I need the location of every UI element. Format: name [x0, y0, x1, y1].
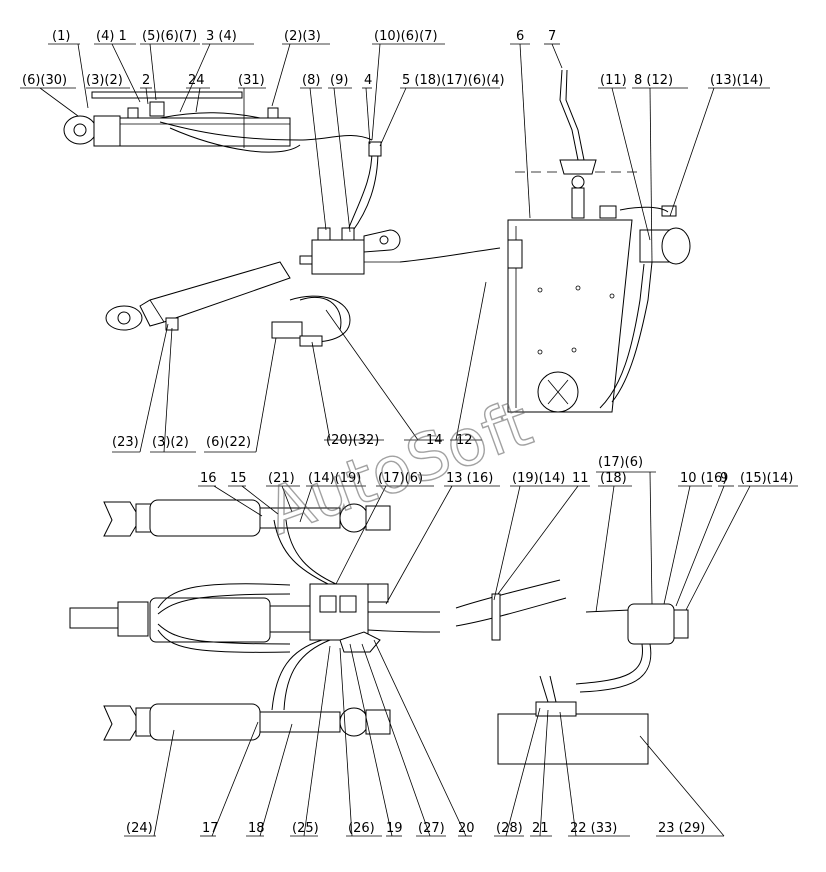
callout-label: (19)(14): [512, 471, 565, 486]
callout-label: 12: [456, 433, 473, 448]
callout-label: 13 (16): [446, 471, 493, 486]
callout-label: 7: [548, 29, 556, 44]
callout-label: (31): [238, 73, 265, 88]
pump-top: [619, 205, 691, 265]
callout-label: 19: [386, 821, 403, 836]
callout-label: (6)(22): [206, 435, 251, 450]
lower-main-cylinder: [69, 583, 311, 653]
callout-label: (23): [112, 435, 139, 450]
callout-label: (6)(30): [22, 73, 67, 88]
callout-label: (13)(14): [710, 73, 763, 88]
callout-label: (8): [302, 73, 320, 88]
callout-label: (15)(14): [740, 471, 793, 486]
callout-label: 15: [230, 471, 247, 486]
autosoft-watermark: AutoSoft: [258, 387, 542, 551]
callout-label: 2: [142, 73, 150, 88]
callout-label: 18: [248, 821, 265, 836]
upper-cylinder: [63, 91, 291, 147]
callout-label: (25): [292, 821, 319, 836]
callout-label: 10 (16): [680, 471, 727, 486]
callout-label: (21): [268, 471, 295, 486]
lower-left-cylinder-upper: [103, 499, 391, 537]
callout-labels: (1) (4) 1 (5)(6)(7) 3 (4) (2)(3) (10)(6)…: [22, 29, 793, 836]
callout-label: 20: [458, 821, 475, 836]
bottom-pump: [497, 603, 689, 765]
callout-label: 16: [200, 471, 217, 486]
lower-cylinder-top: [105, 261, 351, 347]
callout-label: (20)(32): [326, 433, 379, 448]
callout-label: 11: [572, 471, 589, 486]
callout-label: 4: [364, 73, 372, 88]
callout-label: (24): [126, 821, 153, 836]
gear-lever: [515, 69, 640, 219]
callout-label: (27): [418, 821, 445, 836]
callout-label: (17)(6): [378, 471, 423, 486]
callout-label: 5 (18)(17)(6)(4): [402, 73, 505, 88]
callout-label: (11): [600, 73, 627, 88]
callout-label: (10)(6)(7): [374, 29, 438, 44]
callout-label: 17: [202, 821, 219, 836]
upper-hoses: [159, 112, 382, 233]
callout-label: 14: [426, 433, 443, 448]
callout-label: 6: [516, 29, 524, 44]
callout-label: 22 (33): [570, 821, 617, 836]
callout-label: 21: [532, 821, 549, 836]
callout-label: (26): [348, 821, 375, 836]
callout-label: 23 (29): [658, 821, 705, 836]
callout-label: (9): [330, 73, 348, 88]
callout-label: (5)(6)(7): [142, 29, 197, 44]
callout-label: (1): [52, 29, 70, 44]
bottom-valve-block: [271, 519, 441, 711]
callout-label: 8 (12): [634, 73, 673, 88]
callout-label: (3)(2): [152, 435, 189, 450]
callout-label: 3 (4): [206, 29, 237, 44]
callout-label: 24: [188, 73, 205, 88]
hose-clamp-bracket: [455, 579, 567, 641]
callout-label: (18): [600, 471, 627, 486]
callout-label: (28): [496, 821, 523, 836]
callout-label: (3)(2): [86, 73, 123, 88]
callout-label: (17)(6): [598, 455, 643, 470]
lower-left-cylinder-lower: [103, 703, 391, 741]
callout-label: 9: [720, 471, 728, 486]
leader-lines: [20, 43, 798, 837]
control-valve-top: [299, 227, 501, 275]
callout-label: (4) 1: [96, 29, 127, 44]
callout-label: (2)(3): [284, 29, 321, 44]
hydraulic-tank: [507, 205, 653, 413]
callout-label: (14)(19): [308, 471, 361, 486]
